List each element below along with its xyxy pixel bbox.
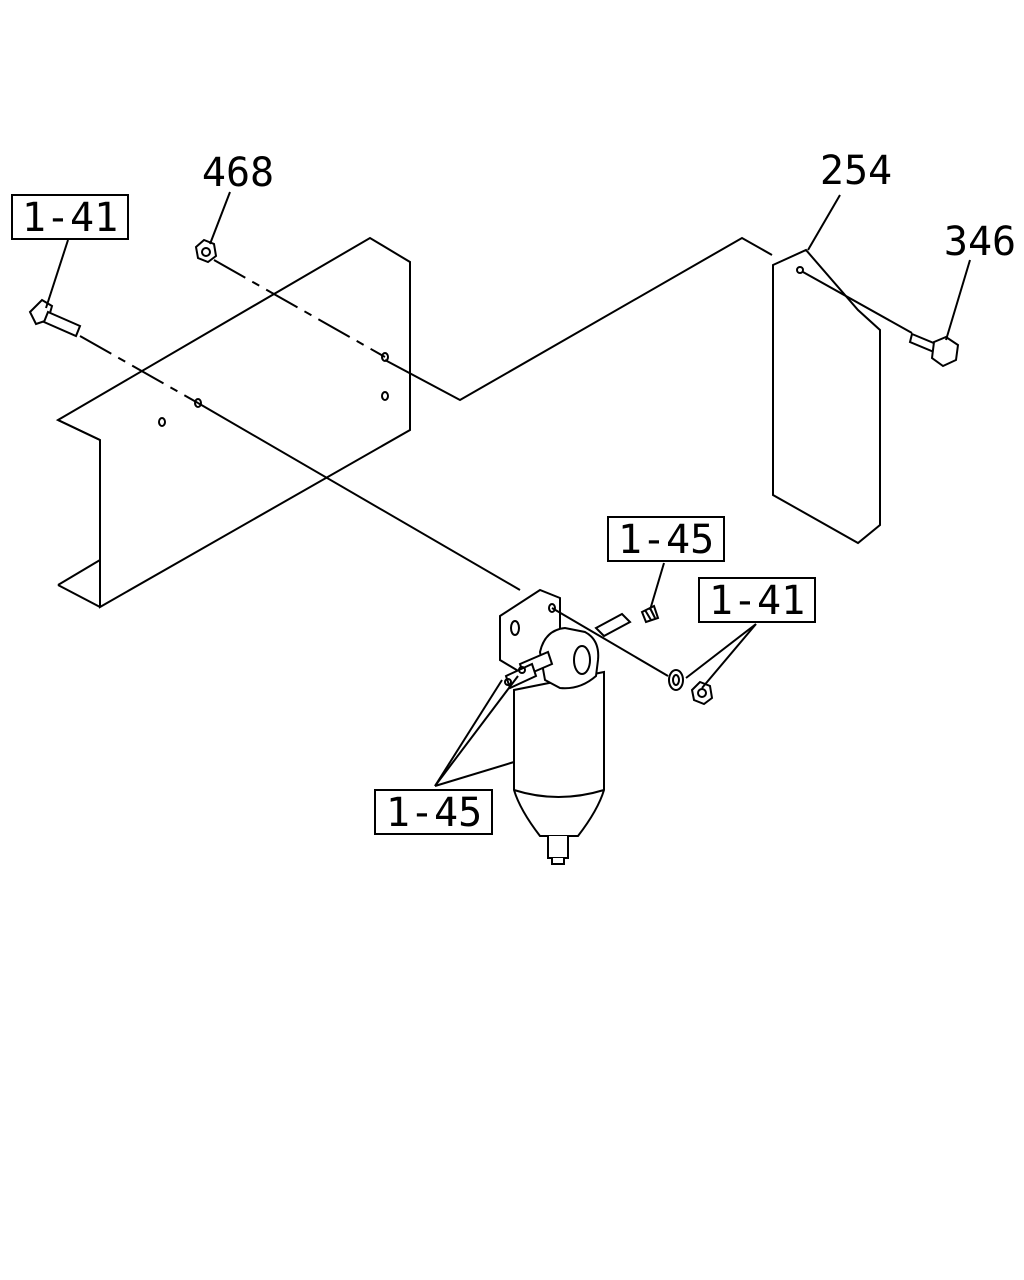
leader-lines (45, 191, 971, 787)
callout-filter-assembly: 1-45 (374, 789, 493, 836)
callout-label: 1-45 (386, 790, 482, 836)
callout-label: 1-41 (22, 195, 118, 241)
callout-label: 1-45 (618, 517, 714, 563)
callout-bolt-left: 1-41 (11, 194, 129, 241)
callout-label: 1-41 (709, 578, 805, 624)
fuel-filter-assembly (499, 588, 632, 865)
callout-label: 346 (944, 219, 1016, 265)
callout-washer-nut: 1-41 (698, 577, 816, 624)
callout-filter-plug: 1-45 (607, 516, 725, 563)
callout-label: 254 (820, 148, 892, 194)
mounting-bracket (772, 248, 881, 545)
frame-rail (55, 236, 411, 609)
callout-nut-top: 468 (202, 150, 274, 196)
bolt-left (28, 298, 82, 338)
callout-bolt-right: 346 (944, 219, 1016, 265)
callout-bracket: 254 (820, 148, 892, 194)
bolt-right (908, 332, 960, 368)
washer-and-nut (668, 669, 714, 706)
assembly-lines (79, 236, 913, 677)
callout-label: 468 (202, 150, 274, 196)
nut-top (194, 238, 218, 264)
